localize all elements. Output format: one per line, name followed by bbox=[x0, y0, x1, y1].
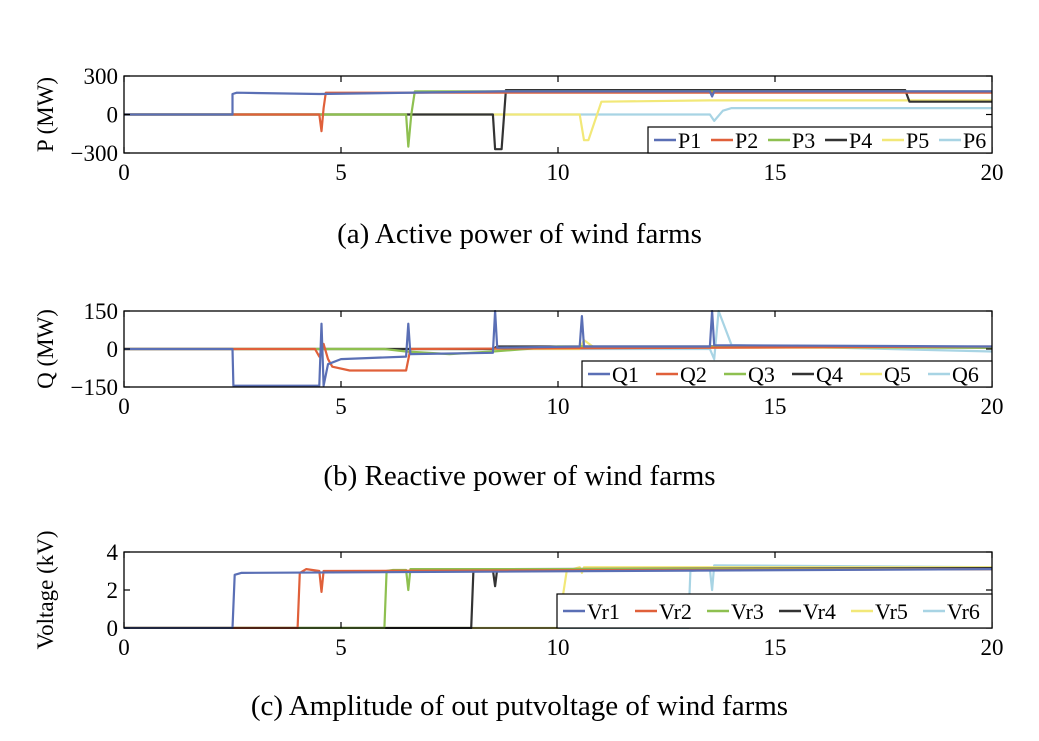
legend-label-p3: P3 bbox=[792, 128, 815, 153]
x-tick-label: 0 bbox=[118, 635, 130, 660]
x-tick-label: 5 bbox=[335, 160, 347, 185]
y-tick-label: 0 bbox=[107, 103, 119, 128]
legend-label-q6: Q6 bbox=[952, 362, 979, 387]
legend: Vr1 Vr2 Vr3 Vr4 Vr5 Vr6 bbox=[556, 593, 993, 629]
y-tick-label: 0 bbox=[107, 616, 119, 641]
x-tick-label: 0 bbox=[118, 160, 130, 185]
legend-label-q2: Q2 bbox=[680, 362, 707, 387]
y-tick-label: −300 bbox=[71, 141, 118, 166]
x-tick-label: 5 bbox=[335, 635, 347, 660]
legend-label-vr2: Vr2 bbox=[659, 599, 692, 624]
series-line-p4 bbox=[124, 89, 992, 151]
legend-label-p4: P4 bbox=[849, 128, 872, 153]
legend-label-q1: Q1 bbox=[612, 362, 639, 387]
series-group bbox=[124, 89, 992, 151]
x-tick-label: 0 bbox=[118, 394, 130, 419]
legend-label-q5: Q5 bbox=[884, 362, 911, 387]
y-tick-label: 0 bbox=[107, 337, 119, 362]
x-tick-label: 15 bbox=[764, 635, 787, 660]
legend: Q1 Q2 Q3 Q4 Q5 Q6 bbox=[581, 360, 993, 388]
x-tick-label: 20 bbox=[981, 394, 1004, 419]
legend-label-p6: P6 bbox=[963, 128, 986, 153]
legend-box bbox=[556, 593, 993, 629]
y-axis-label: P (MW) bbox=[33, 77, 58, 152]
caption-voltage: (c) Amplitude of out putvoltage of wind … bbox=[250, 690, 789, 722]
legend-label-p2: P2 bbox=[735, 128, 758, 153]
y-tick-label: 150 bbox=[84, 299, 119, 324]
x-tick-label: 5 bbox=[335, 394, 347, 419]
y-axis-label: Q (MW) bbox=[33, 309, 58, 389]
legend-label-q3: Q3 bbox=[748, 362, 775, 387]
legend-label-vr3: Vr3 bbox=[731, 599, 764, 624]
x-tick-label: 15 bbox=[764, 160, 787, 185]
series-group bbox=[124, 310, 992, 387]
caption-active-power: (a) Active power of wind farms bbox=[337, 218, 702, 250]
series-line-p1 bbox=[124, 90, 992, 116]
x-tick-label: 20 bbox=[981, 635, 1004, 660]
legend-label-q4: Q4 bbox=[816, 362, 843, 387]
x-tick-label: 15 bbox=[764, 394, 787, 419]
x-tick-label: 10 bbox=[547, 635, 570, 660]
legend-box bbox=[581, 360, 993, 388]
caption-reactive-power: (b) Reactive power of wind farms bbox=[323, 460, 716, 492]
series-line-p2 bbox=[124, 91, 992, 133]
y-tick-label: 4 bbox=[107, 540, 119, 565]
legend-label-vr5: Vr5 bbox=[875, 599, 908, 624]
y-tick-label: −150 bbox=[71, 375, 118, 400]
legend-label-vr6: Vr6 bbox=[947, 599, 980, 624]
y-tick-label: 2 bbox=[107, 578, 119, 603]
legend-box bbox=[647, 126, 993, 154]
x-tick-label: 10 bbox=[547, 394, 570, 419]
y-tick-label: 300 bbox=[84, 64, 119, 89]
series-line-q1 bbox=[124, 310, 992, 387]
legend: P1 P2 P3 P4 P5 P6 bbox=[647, 126, 993, 154]
x-tick-label: 20 bbox=[981, 160, 1004, 185]
legend-label-vr4: Vr4 bbox=[803, 599, 836, 624]
series-line-p5 bbox=[124, 99, 992, 142]
legend-label-p5: P5 bbox=[906, 128, 929, 153]
series-line-p6 bbox=[124, 107, 992, 122]
y-axis-label: Voltage (kV) bbox=[33, 530, 58, 649]
legend-label-p1: P1 bbox=[678, 128, 701, 153]
series-line-q6 bbox=[124, 310, 992, 361]
series-line-q2 bbox=[124, 342, 992, 372]
legend-label-vr1: Vr1 bbox=[587, 599, 620, 624]
x-tick-label: 10 bbox=[547, 160, 570, 185]
series-line-vr2 bbox=[124, 568, 992, 629]
